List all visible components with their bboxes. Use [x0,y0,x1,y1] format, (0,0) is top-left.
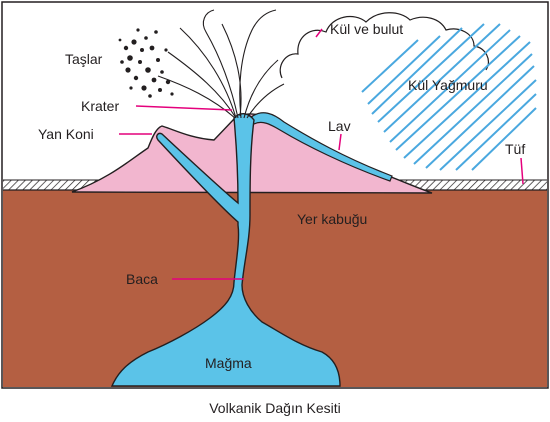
leader-lines [119,28,524,280]
diagram-caption: Volkanik Dağın Kesiti [209,400,341,416]
ejected-stones [118,28,174,98]
lava-flow [249,112,393,182]
label-krater: Krater [81,98,119,114]
leader-kul [315,28,323,38]
label-lav: Lav [328,118,351,134]
label-magma: Mağma [205,355,252,371]
label-kul-ve-bulut: Kül ve bulut [330,21,403,37]
label-tuf: Tüf [505,141,525,157]
ash-rain [361,23,537,171]
leader-krater [135,105,233,111]
label-yer-kabugu: Yer kabuğu [297,211,367,227]
ash-cloud [279,12,489,79]
ash-plume [157,9,285,119]
leader-lav [338,133,342,151]
label-yan-koni: Yan Koni [38,126,94,142]
label-taslar: Taşlar [65,51,103,67]
label-baca: Baca [126,271,158,287]
leader-tuf [520,157,524,185]
label-kul-yagmuru: Kül Yağmuru [408,77,488,93]
magma-conduit [110,113,341,387]
